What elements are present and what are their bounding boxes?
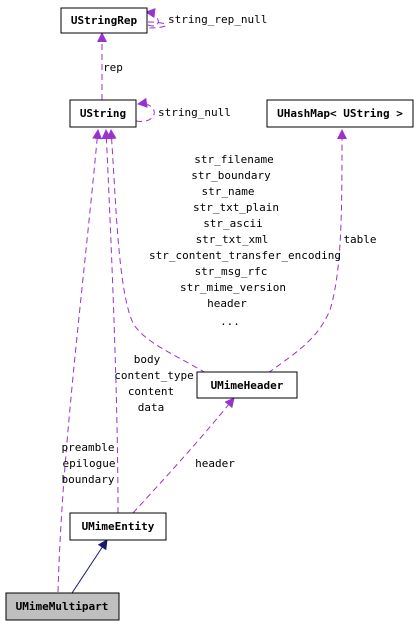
label-rep: rep xyxy=(103,61,123,74)
node-umimemultipart[interactable]: UMimeMultipart xyxy=(5,592,120,621)
node-umimeheader[interactable]: UMimeHeader xyxy=(196,371,298,399)
label-entity-header: header xyxy=(195,457,235,470)
node-ustring[interactable]: UString xyxy=(69,99,137,128)
member-label: body xyxy=(134,353,161,366)
header-member-list: str_filename str_boundary str_name str_t… xyxy=(149,153,341,328)
member-label: content xyxy=(128,385,174,398)
node-label: UMimeMultipart xyxy=(16,600,109,613)
member-label: str_filename xyxy=(194,153,273,166)
node-uhashmap[interactable]: UHashMap< UString > xyxy=(266,99,414,128)
edge-ustringrep-self xyxy=(147,21,167,29)
member-label: str_mime_version xyxy=(180,281,286,294)
member-label: epilogue xyxy=(63,457,116,470)
member-label: str_content_transfer_encoding xyxy=(149,249,341,262)
member-label: header xyxy=(207,297,247,310)
member-label: str_name xyxy=(202,185,255,198)
edge-inheritance xyxy=(71,539,108,594)
member-label: content_type xyxy=(114,369,193,382)
node-label: UMimeHeader xyxy=(211,379,284,392)
member-label: str_ascii xyxy=(203,217,263,230)
label-string-rep-null: string_rep_null xyxy=(168,13,267,26)
edge-entity-header xyxy=(132,397,235,514)
member-label: ... xyxy=(220,315,240,328)
edge-entity-to-ustring xyxy=(101,129,119,514)
node-ustringrep[interactable]: UStringRep xyxy=(60,7,148,34)
member-label: data xyxy=(138,401,165,414)
member-label: preamble xyxy=(62,441,115,454)
member-label: str_txt_plain xyxy=(193,201,279,214)
edge-header-to-ustring xyxy=(106,129,207,374)
label-table: table xyxy=(343,233,376,246)
member-label: str_boundary xyxy=(191,169,271,182)
edge-table xyxy=(267,129,347,374)
edges xyxy=(57,8,347,594)
edge-ustring-self xyxy=(135,97,155,122)
multipart-member-list: preamble epilogue boundary xyxy=(62,441,116,486)
node-label: UStringRep xyxy=(71,14,138,27)
node-label: UHashMap< UString > xyxy=(277,107,403,120)
entity-member-list: body content_type content data xyxy=(114,353,193,414)
node-label: UString xyxy=(80,107,126,120)
member-label: str_msg_rfc xyxy=(195,265,268,278)
label-string-null: string_null xyxy=(158,106,231,119)
node-umimeentity[interactable]: UMimeEntity xyxy=(69,512,167,541)
member-label: str_txt_xml xyxy=(196,233,269,246)
edge-multipart-to-ustring xyxy=(57,129,103,593)
member-label: boundary xyxy=(62,473,115,486)
node-label: UMimeEntity xyxy=(82,520,155,533)
